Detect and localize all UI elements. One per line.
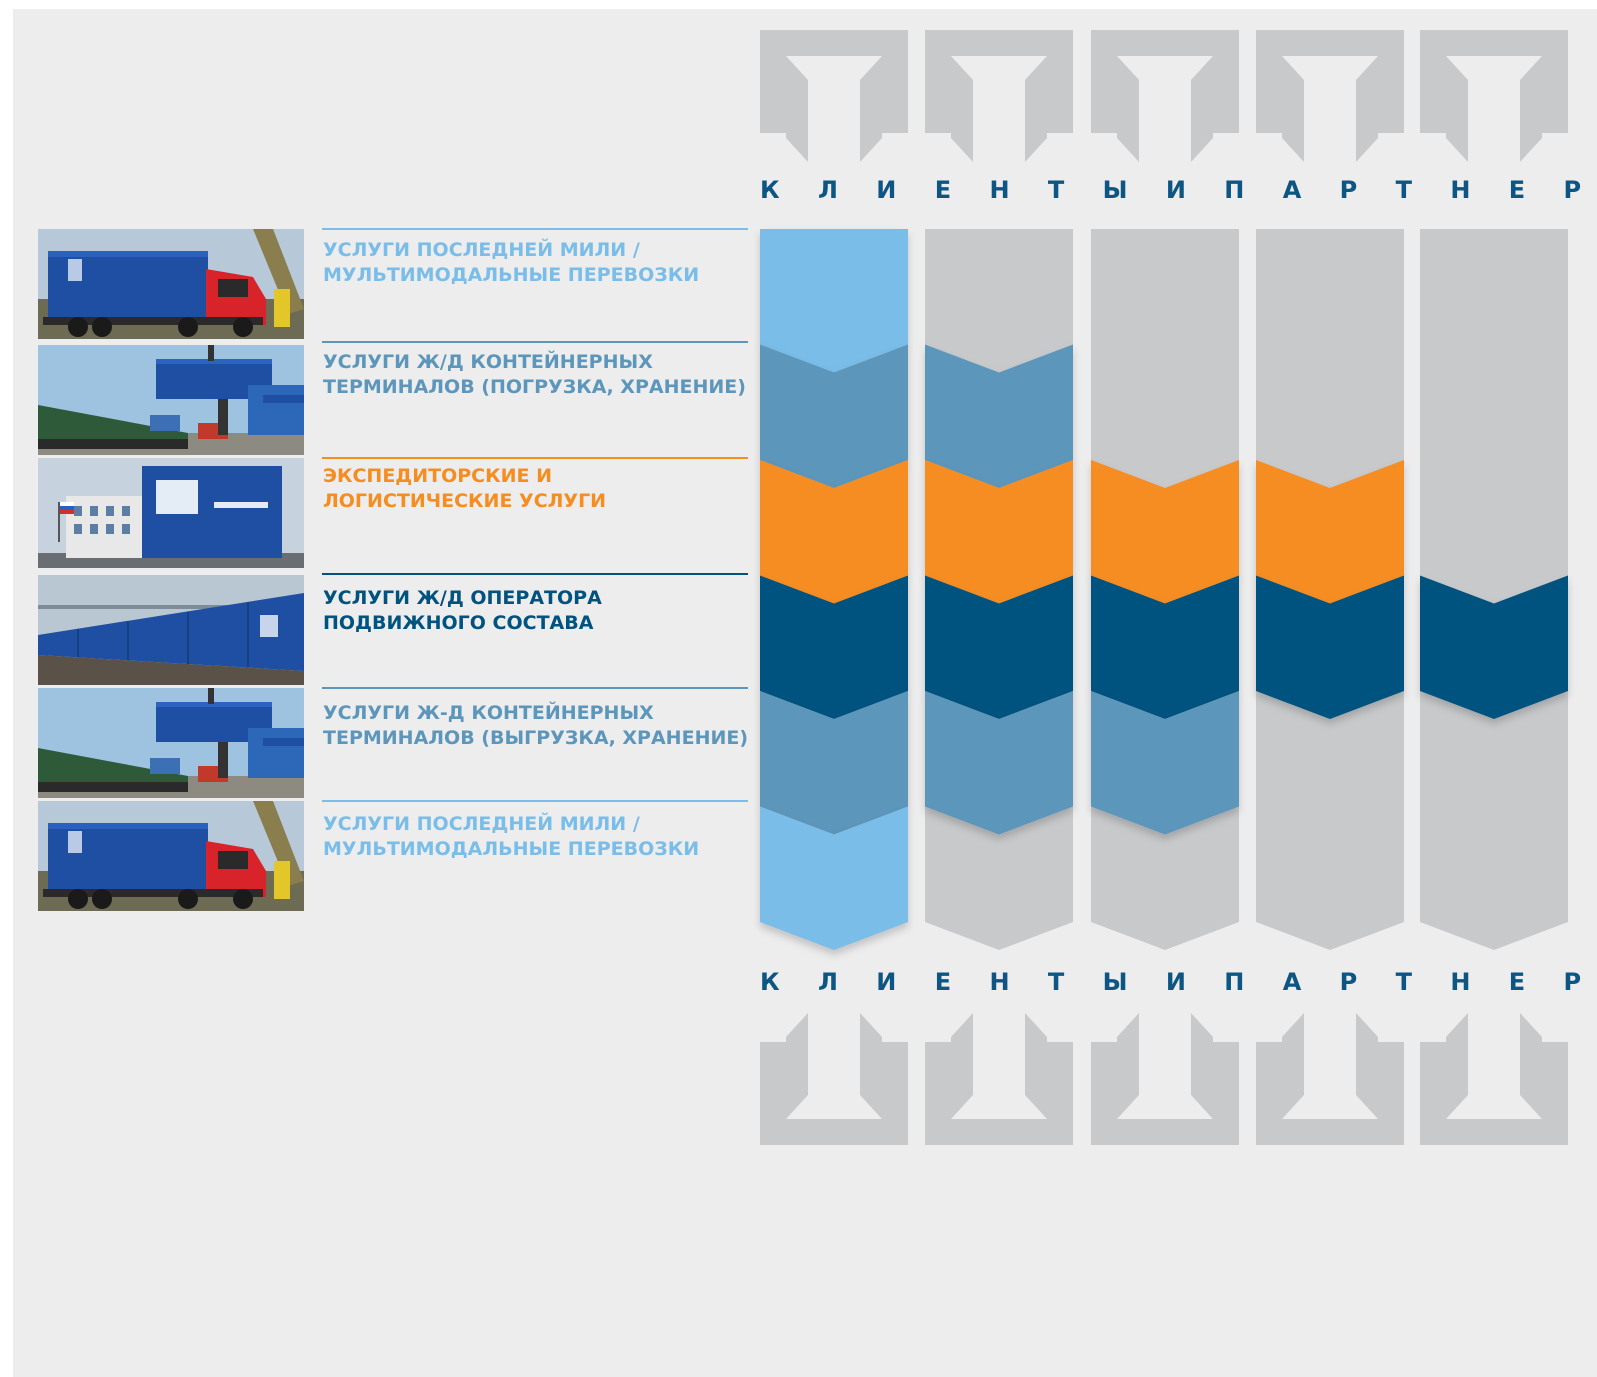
service-divider — [322, 228, 748, 230]
service-chevron-r4-c1 — [760, 575, 908, 719]
service-chevron-r5-c2 — [925, 691, 1073, 835]
service-label-line: МУЛЬТИМОДАЛЬНЫЕ ПЕРЕВОЗКИ — [323, 838, 700, 860]
client-bracket-bottom-1 — [760, 1013, 908, 1145]
service-chevron-r6-c1 — [760, 806, 908, 950]
service-label-line: ЭКСПЕДИТОРСКИЕ И — [323, 465, 553, 487]
service-chevron-r4-c3 — [1091, 575, 1239, 719]
service-chevron-r1-c1 — [760, 229, 908, 373]
client-bracket-top-1 — [760, 30, 908, 162]
clients-brackets-top — [760, 30, 1568, 162]
service-label-line: УСЛУГИ Ж-Д КОНТЕЙНЕРНЫХ — [323, 702, 654, 724]
service-divider — [322, 800, 748, 802]
service-chevron-r5-c1 — [760, 691, 908, 835]
container-truck-photo — [38, 229, 304, 339]
service-label: УСЛУГИ Ж/Д ОПЕРАТОРА ПОДВИЖНОГО СОСТАВА — [323, 586, 753, 636]
service-label-line: ПОДВИЖНОГО СОСТАВА — [323, 612, 594, 634]
service-chevron-r5-c3 — [1091, 691, 1239, 835]
client-column-5 — [1420, 229, 1568, 950]
service-label-line: ЛОГИСТИЧЕСКИЕ УСЛУГИ — [323, 490, 607, 512]
client-bracket-bottom-3 — [1091, 1013, 1239, 1145]
service-divider — [322, 573, 748, 575]
service-label-line: УСЛУГИ ПОСЛЕДНЕЙ МИЛИ / — [323, 239, 640, 261]
service-chevron-r2-c2 — [925, 344, 1073, 488]
container-train-photo — [38, 575, 304, 685]
office-building-photo — [38, 458, 304, 568]
service-label-line: УСЛУГИ Ж/Д КОНТЕЙНЕРНЫХ — [323, 351, 653, 373]
service-label: ЭКСПЕДИТОРСКИЕ И ЛОГИСТИЧЕСКИЕ УСЛУГИ — [323, 464, 753, 514]
service-chevron-r4-c5 — [1420, 575, 1568, 719]
service-label: УСЛУГИ Ж/Д КОНТЕЙНЕРНЫХ ТЕРМИНАЛОВ (ПОГР… — [323, 350, 753, 400]
service-label: УСЛУГИ Ж-Д КОНТЕЙНЕРНЫХ ТЕРМИНАЛОВ (ВЫГР… — [323, 701, 753, 751]
service-chevron-r3-c2 — [925, 460, 1073, 604]
service-chevron-r4-c4 — [1256, 575, 1404, 719]
service-chevron-r4-c2 — [925, 575, 1073, 719]
service-label: УСЛУГИ ПОСЛЕДНЕЙ МИЛИ / МУЛЬТИМОДАЛЬНЫЕ … — [323, 812, 753, 862]
service-label-line: ТЕРМИНАЛОВ (ПОГРУЗКА, ХРАНЕНИЕ) — [323, 376, 746, 398]
client-bracket-bottom-5 — [1420, 1013, 1568, 1145]
service-chevron-r3-c1 — [760, 460, 908, 604]
clients-partners-heading-bottom: К Л И Е Н Т Ы И П А Р Т Н Е Р Ы — [760, 968, 1597, 996]
clients-partners-heading-top: К Л И Е Н Т Ы И П А Р Т Н Е Р Ы — [760, 176, 1597, 204]
service-divider — [322, 687, 748, 689]
client-bracket-bottom-2 — [925, 1013, 1073, 1145]
service-label-line: УСЛУГИ ПОСЛЕДНЕЙ МИЛИ / — [323, 813, 640, 835]
service-chevron-r3-c4 — [1256, 460, 1404, 604]
container-truck-photo — [38, 801, 304, 911]
container-terminal-photo — [38, 688, 304, 798]
container-terminal-photo — [38, 345, 304, 455]
service-label-line: ТЕРМИНАЛОВ (ВЫГРУЗКА, ХРАНЕНИЕ) — [323, 727, 749, 749]
service-chevron-r2-c1 — [760, 344, 908, 488]
service-label-line: МУЛЬТИМОДАЛЬНЫЕ ПЕРЕВОЗКИ — [323, 264, 700, 286]
clients-brackets-bottom — [760, 1013, 1568, 1145]
client-bracket-top-2 — [925, 30, 1073, 162]
client-bracket-bottom-4 — [1256, 1013, 1404, 1145]
service-label: УСЛУГИ ПОСЛЕДНЕЙ МИЛИ / МУЛЬТИМОДАЛЬНЫЕ … — [323, 238, 753, 288]
service-divider — [322, 341, 748, 343]
service-chevrons — [760, 229, 1568, 950]
client-bracket-top-4 — [1256, 30, 1404, 162]
client-bracket-top-3 — [1091, 30, 1239, 162]
service-chevron-r3-c3 — [1091, 460, 1239, 604]
client-bracket-top-5 — [1420, 30, 1568, 162]
service-divider — [322, 457, 748, 459]
service-label-line: УСЛУГИ Ж/Д ОПЕРАТОРА — [323, 587, 602, 609]
